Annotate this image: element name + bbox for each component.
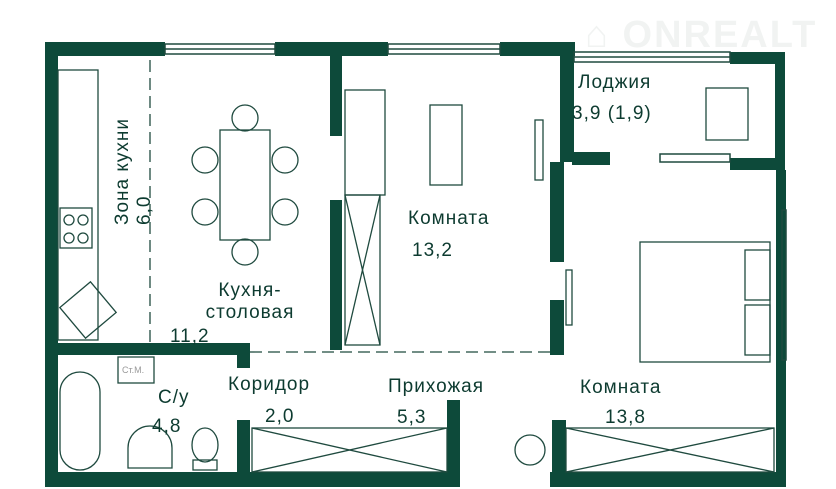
bath-area: 4,8 [152,416,182,437]
hall-area: 5,3 [397,407,427,428]
room2-area: 13,8 [605,407,646,428]
room1-area: 13,2 [412,240,453,261]
bath-label: С/у [158,387,190,408]
hall-label: Прихожая [388,376,485,397]
washer-label: Ст.М. [122,365,145,375]
furniture [57,60,775,473]
watermark-logo: ⌂ ONREALT [585,14,818,56]
windows [164,43,787,361]
corridor-label: Коридор [228,374,311,395]
kitchen-label: Кухня-столовая [205,280,295,323]
room2-label: Комната [580,377,662,398]
loggia-label: Лоджия [578,72,652,93]
corridor-area: 2,0 [265,406,295,427]
room1-label: Комната [408,208,490,229]
loggia-area: 3,9 (1,9) [572,103,652,124]
kitchen-area: 11,2 [170,326,210,347]
walls [45,42,786,487]
